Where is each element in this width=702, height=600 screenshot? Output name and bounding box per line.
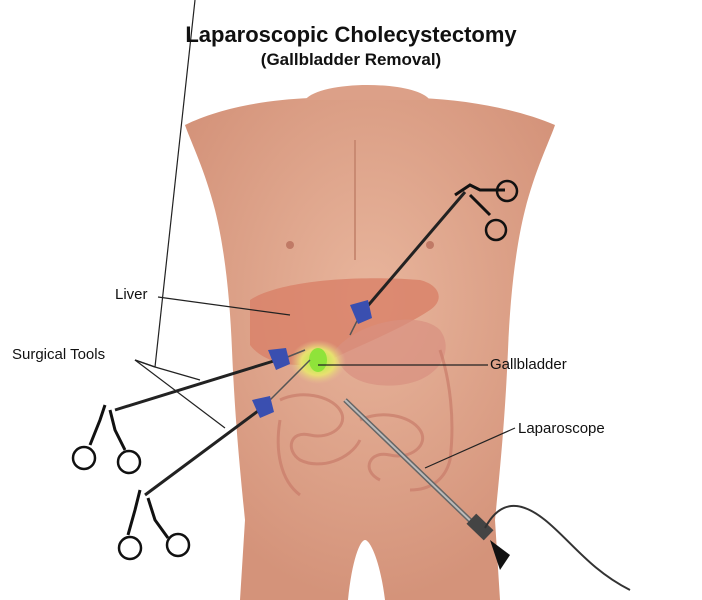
surgical-tool-left-upper [71,349,306,475]
neck [305,85,430,100]
port-upper [350,300,372,324]
liver-callout-line [157,296,291,316]
surgical-tool-upper-right [349,179,519,336]
port-left-lower [252,396,274,418]
port-left-upper [268,348,290,370]
label-surgical-tools: Surgical Tools [12,346,106,363]
laparoscope [343,398,631,591]
surgical-tools-callout-line-2 [134,359,226,429]
gallbladder-core [309,348,327,372]
nipple-left [286,241,294,249]
label-laparoscope: Laparoscope [518,420,605,437]
callout-lines [134,0,516,469]
surgical-tools-callout-line-1 [134,359,201,381]
page-subtitle: (Gallbladder Removal) [260,50,442,69]
nipple-right [426,241,434,249]
surgical-tool-left-lower [117,359,311,561]
label-liver: Liver [115,286,148,303]
intestines [276,349,454,497]
label-gallbladder: Gallbladder [490,356,567,373]
page-title: Laparoscopic Cholecystectomy [185,22,517,47]
laparoscope-callout-line [424,427,516,469]
liver [250,278,439,365]
stomach [335,319,446,386]
